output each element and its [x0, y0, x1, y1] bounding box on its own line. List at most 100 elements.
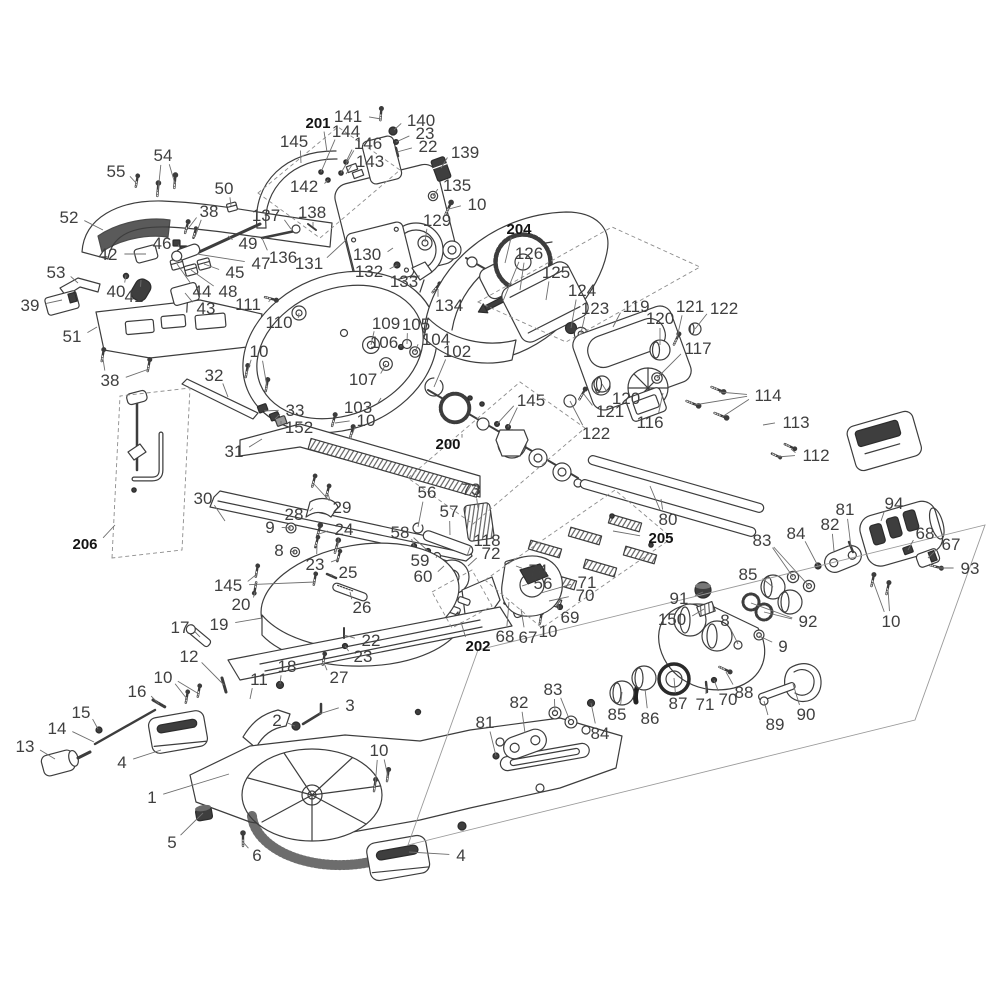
part-label-82: 82: [510, 693, 529, 712]
part-label-9: 9: [265, 518, 274, 537]
leader-line-56: [418, 502, 423, 527]
part-label-139: 139: [451, 143, 479, 162]
leader-line-80: [650, 486, 660, 510]
part-label-126: 126: [515, 244, 543, 263]
part-label-109: 109: [372, 314, 400, 333]
leader-line-29: [314, 484, 329, 501]
leader-line-10: [888, 589, 889, 611]
leader-line-143: [346, 166, 351, 174]
upper-handle-assembly-drawing: [44, 151, 364, 358]
part-label-23: 23: [354, 647, 373, 666]
leader-line-121: [583, 393, 592, 405]
leader-line-60: [438, 566, 444, 572]
leader-line-58: [414, 538, 428, 551]
leader-line-10: [352, 427, 355, 435]
leader-line-51: [87, 327, 97, 333]
part-label-51: 51: [63, 327, 82, 346]
leader-line-104: [415, 344, 418, 352]
part-label-42: 42: [99, 245, 118, 264]
leader-line-136: [262, 238, 267, 250]
part-label-120: 120: [612, 389, 640, 408]
leader-line-33: [275, 414, 280, 419]
leader-line-55: [130, 176, 137, 184]
leader-line-146: [341, 150, 354, 173]
leader-line-109: [371, 331, 374, 345]
leader-line-46: [178, 245, 179, 246]
part-label-46: 46: [153, 234, 172, 253]
leader-line-30: [214, 505, 225, 521]
leader-line-50: [230, 197, 231, 206]
leader-line-38: [126, 369, 149, 377]
part-label-68: 68: [496, 627, 515, 646]
leader-line-94: [881, 511, 884, 521]
part-label-30: 30: [194, 489, 213, 508]
leader-line-13: [40, 750, 55, 759]
leader-line-19: [235, 618, 262, 623]
leader-line-3: [319, 708, 339, 714]
leader-line-88: [726, 672, 733, 685]
leader-line-113: [763, 423, 775, 425]
leader-line-81: [490, 732, 496, 756]
part-label-138: 138: [298, 203, 326, 222]
leader-line-206: [103, 525, 115, 538]
part-label-82: 82: [821, 515, 840, 534]
leader-line-67: [521, 609, 524, 627]
part-label-22: 22: [362, 631, 381, 650]
part-label-11: 11: [250, 670, 268, 689]
leader-line-9: [759, 636, 772, 642]
part-label-131: 131: [295, 254, 323, 273]
leader-line-20: [253, 592, 255, 597]
part-label-123: 123: [581, 299, 609, 318]
part-label-111: 111: [235, 295, 261, 314]
leader-line-114: [694, 396, 747, 405]
part-label-10: 10: [154, 668, 173, 687]
part-label-81: 81: [836, 500, 855, 519]
leader-line-68: [507, 602, 509, 626]
leader-line-10: [178, 681, 199, 694]
leader-line-53: [71, 276, 78, 283]
leader-line-86: [645, 689, 647, 708]
part-label-9: 9: [778, 637, 787, 656]
leader-line-202: [461, 622, 465, 637]
part-label-32: 32: [205, 366, 224, 385]
group-boundary-group-205: [485, 490, 672, 628]
leader-line-145: [497, 406, 514, 424]
leader-line-84: [591, 703, 595, 723]
leader-line-145: [508, 408, 517, 427]
part-label-145: 145: [517, 391, 545, 410]
leader-line-49: [228, 236, 233, 240]
leader-line-31: [249, 439, 262, 447]
leader-line-145: [248, 574, 257, 581]
leader-line-10: [873, 581, 884, 612]
part-label-80: 80: [659, 510, 678, 529]
part-label-133: 133: [390, 272, 418, 291]
part-label-124: 124: [568, 281, 596, 300]
part-label-205: 205: [648, 530, 673, 547]
part-label-102: 102: [443, 342, 471, 361]
part-label-52: 52: [60, 208, 79, 227]
part-label-91: 91: [670, 589, 689, 608]
leader-line-82: [832, 534, 834, 551]
part-label-106: 106: [370, 333, 398, 352]
leader-line-132: [390, 265, 397, 269]
leader-line-29: [328, 494, 330, 500]
leader-line-141: [369, 117, 381, 119]
part-label-85: 85: [739, 565, 758, 584]
motor-assembly-drawing: [443, 235, 923, 473]
part-label-5: 5: [167, 833, 176, 852]
leader-line-54: [169, 164, 175, 184]
part-label-137: 137: [252, 206, 280, 225]
leader-line-38: [195, 220, 201, 237]
leader-line-91: [695, 592, 703, 596]
leader-line-22: [397, 148, 412, 152]
leader-line-83: [774, 547, 809, 586]
leader-line-4: [409, 852, 449, 854]
leader-line-17: [195, 631, 200, 637]
leader-line-16: [151, 696, 159, 704]
part-label-114: 114: [754, 386, 781, 405]
part-label-125: 125: [542, 263, 570, 282]
part-label-134: 134: [435, 296, 463, 315]
spindle-gear-group-drawing: [428, 390, 582, 487]
leader-line-102: [434, 359, 446, 387]
